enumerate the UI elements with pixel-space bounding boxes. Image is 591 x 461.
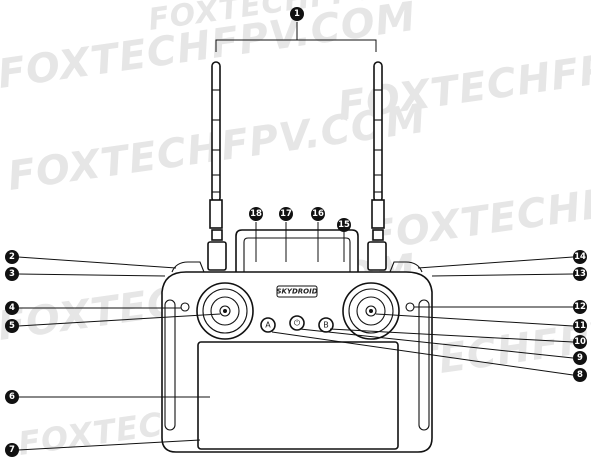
watermark-text: FOXTECHFPV.COM	[365, 156, 591, 260]
callout-bubble	[249, 207, 263, 221]
callout-5: 5	[5, 319, 19, 333]
callout-bubble	[573, 368, 587, 382]
handle	[235, 229, 359, 272]
callout-14: 14	[573, 250, 587, 264]
callout-10: 10	[573, 335, 587, 349]
callout-16: 16	[311, 207, 325, 221]
callout-number: 18	[250, 209, 262, 219]
callout-number: 6	[9, 392, 15, 402]
callout-number: 1	[294, 9, 300, 19]
callout-number: 11	[574, 321, 586, 331]
callout-2: 2	[5, 250, 19, 264]
screen	[197, 341, 399, 450]
callout-3: 3	[5, 267, 19, 281]
callouts: 1 2 3 4 5 6 7 8 9 10 11 12 13 14 15 16 1…	[5, 7, 587, 457]
callout-1: 1	[290, 7, 304, 21]
power-icon: ⏻	[294, 319, 301, 328]
callout-18: 18	[249, 207, 263, 221]
left-joystick[interactable]	[196, 282, 254, 340]
callout-bubble	[573, 300, 587, 314]
callout-11: 11	[573, 319, 587, 333]
callout-bubble	[573, 335, 587, 349]
antenna-right	[367, 61, 387, 271]
callout-bubble	[5, 319, 19, 333]
button-a-label: A	[265, 321, 271, 330]
callout-number: 12	[574, 302, 586, 312]
callout-bubble	[573, 267, 587, 281]
leader-lines	[17, 22, 574, 451]
callout-number: 16	[312, 209, 324, 219]
callout-8: 8	[573, 368, 587, 382]
antenna-left	[207, 61, 227, 271]
callout-number: 10	[574, 337, 586, 347]
callout-number: 8	[577, 370, 583, 380]
callout-number: 14	[574, 252, 586, 262]
callout-number: 9	[577, 353, 583, 363]
callout-17: 17	[279, 207, 293, 221]
callout-bubble	[573, 351, 587, 365]
button-b-label: B	[323, 321, 329, 330]
callout-number: 13	[574, 269, 586, 279]
callout-6: 6	[5, 390, 19, 404]
callout-bubble	[5, 390, 19, 404]
callout-bubble	[337, 218, 351, 232]
callout-12: 12	[573, 300, 587, 314]
callout-13: 13	[573, 267, 587, 281]
callout-bubble	[279, 207, 293, 221]
callout-bubble	[573, 250, 587, 264]
callout-number: 17	[280, 209, 292, 219]
callout-bubble	[5, 443, 19, 457]
callout-number: 15	[338, 220, 350, 230]
callout-bubble	[290, 7, 304, 21]
callout-bubble	[5, 301, 19, 315]
callout-bubble	[311, 207, 325, 221]
callout-bubble	[573, 319, 587, 333]
brand-label: SKYDROID	[276, 288, 317, 296]
callout-15: 15	[337, 218, 351, 232]
right-joystick[interactable]	[342, 282, 400, 340]
callout-number: 2	[9, 252, 15, 262]
callout-bubble	[5, 250, 19, 264]
callout-number: 3	[9, 269, 15, 279]
callout-number: 5	[9, 321, 15, 331]
callout-bubble	[5, 267, 19, 281]
button-b[interactable]: B	[318, 317, 334, 333]
callout-9: 9	[573, 351, 587, 365]
callout-number: 7	[9, 445, 15, 455]
power-button[interactable]: ⏻	[289, 315, 305, 331]
callout-7: 7	[5, 443, 19, 457]
brand-badge: SKYDROID	[276, 285, 318, 298]
callout-number: 4	[9, 303, 15, 313]
button-a[interactable]: A	[260, 317, 276, 333]
callout-4: 4	[5, 301, 19, 315]
